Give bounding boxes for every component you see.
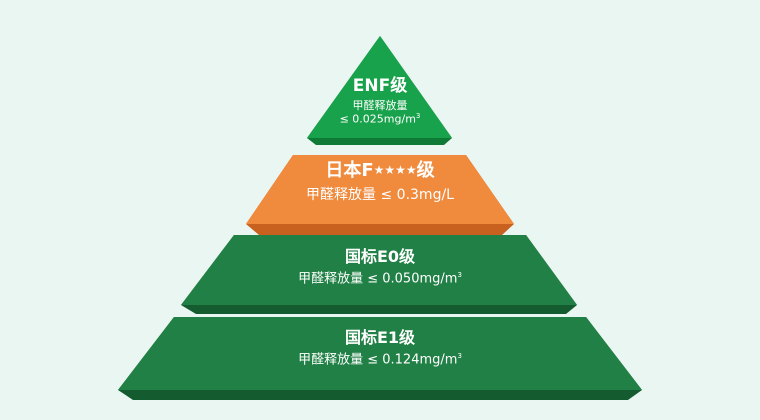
tier-e0-title: 国标E0级 [344,247,416,266]
tier-japan-title-suffix: 级 [416,160,435,181]
tier-japan-label: 日本F★★★★级 甲醛释放量 ≤ 0.3mg/L [0,161,760,204]
tier-enf-face [307,36,452,138]
tier-japan-desc-prefix: 甲醛释放量 [306,186,377,203]
tier-japan-title-prefix: 日本F [325,160,374,181]
tier-enf-desc-sup: 3 [415,112,421,121]
tier-e1-desc: 甲醛释放量 ≤ 0.124mg/m3 [0,352,760,369]
tier-e0-shape [181,235,577,314]
tier-e0-label: 国标E0级 甲醛释放量 ≤ 0.050mg/m3 [0,248,760,287]
tier-e1-desc-sup: 3 [457,351,462,360]
tier-enf-label: ENF级 甲醛释放量 ≤ 0.025mg/m3 [0,77,760,127]
tier-japan-shape [246,155,514,235]
tier-e1-desc-prefix: 甲醛释放量 [298,351,364,367]
tier-e0-desc-sup: 3 [457,270,462,279]
tier-enf-desc-prefix: 甲醛释放量 [352,98,408,112]
tier-enf-title: ENF级 [352,76,408,96]
tier-japan-face [246,155,514,224]
tier-enf-shape [307,36,452,145]
tier-e0-desc-prefix: 甲醛释放量 [298,270,364,286]
tier-e0-desc: 甲醛释放量 ≤ 0.050mg/m3 [0,271,760,288]
tier-e1-title: 国标E1级 [344,328,416,347]
tier-enf-desc: ≤ 0.025mg/m3 [0,112,760,126]
star-rating-icon: ★★★★ [373,163,417,177]
tier-japan-desc-value: ≤ 0.3mg/L [376,186,454,203]
tier-e1-label: 国标E1级 甲醛释放量 ≤ 0.124mg/m3 [0,329,760,368]
tier-japan-desc: 甲醛释放量 ≤ 0.3mg/L [0,187,760,205]
tier-japan-title: 日本F★★★★级 [0,161,760,181]
tier-e1-desc-value: ≤ 0.124mg/m [363,351,458,367]
tier-e1-shape [118,317,642,400]
tier-enf-desc-value: ≤ 0.025mg/m [339,113,416,127]
tier-e0-face [181,235,577,305]
tier-e0-desc-value: ≤ 0.050mg/m [363,270,458,286]
tier-e1-face [118,317,642,390]
